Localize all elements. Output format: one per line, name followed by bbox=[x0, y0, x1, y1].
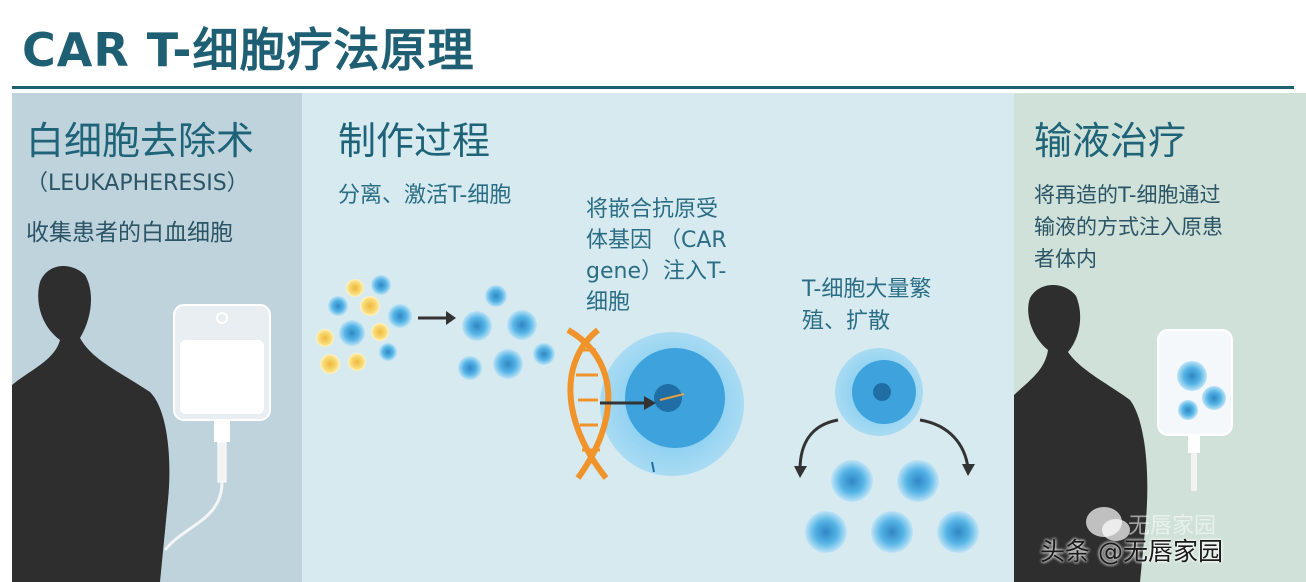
watermark-text: 头条 @无唇家园 bbox=[1040, 537, 1223, 566]
step3-line2: 殖、扩散 bbox=[802, 309, 891, 334]
leukapheresis-subheading: （LEUKAPHERESIS） bbox=[26, 171, 249, 196]
arrow-icon bbox=[418, 311, 456, 325]
manufacturing-heading: 制作过程 bbox=[338, 119, 491, 163]
title-rule bbox=[12, 86, 1294, 89]
engineered-t-cell bbox=[600, 332, 744, 476]
wechat-icon bbox=[1086, 507, 1130, 541]
patient-silhouette-left bbox=[12, 265, 170, 582]
diagram-title: CAR T-细胞疗法原理 bbox=[22, 23, 475, 77]
iv-bag-icon-right bbox=[1157, 329, 1233, 491]
step2-line4: 细胞 bbox=[586, 290, 631, 315]
watermark-faint: 无唇家园 bbox=[1128, 514, 1217, 539]
patient-silhouette-right bbox=[1014, 285, 1148, 582]
step2-line1: 将嵌合抗原受 bbox=[586, 197, 719, 222]
leukapheresis-heading: 白细胞去除术 bbox=[26, 119, 255, 163]
step3-line1: T-细胞大量繁 bbox=[802, 277, 932, 302]
white-blood-cells bbox=[316, 275, 412, 374]
infusion-line1: 将再造的T-细胞通过 bbox=[1034, 183, 1221, 207]
isolated-t-cells bbox=[458, 285, 555, 380]
step1-text: 分离、激活T-细胞 bbox=[338, 183, 512, 208]
iv-bag-icon bbox=[163, 304, 271, 551]
infusion-line2: 输液的方式注入原患 bbox=[1034, 215, 1223, 239]
car-gene-dna-icon bbox=[566, 327, 656, 480]
infusion-line3: 者体内 bbox=[1034, 247, 1097, 271]
leukapheresis-description: 收集患者的白血细胞 bbox=[26, 220, 233, 246]
proliferating-t-cells bbox=[794, 348, 979, 553]
infusion-heading: 输液治疗 bbox=[1034, 119, 1187, 163]
step2-line2: 体基因 （CAR bbox=[586, 228, 727, 253]
step2-line3: gene）注入T- bbox=[586, 259, 727, 284]
